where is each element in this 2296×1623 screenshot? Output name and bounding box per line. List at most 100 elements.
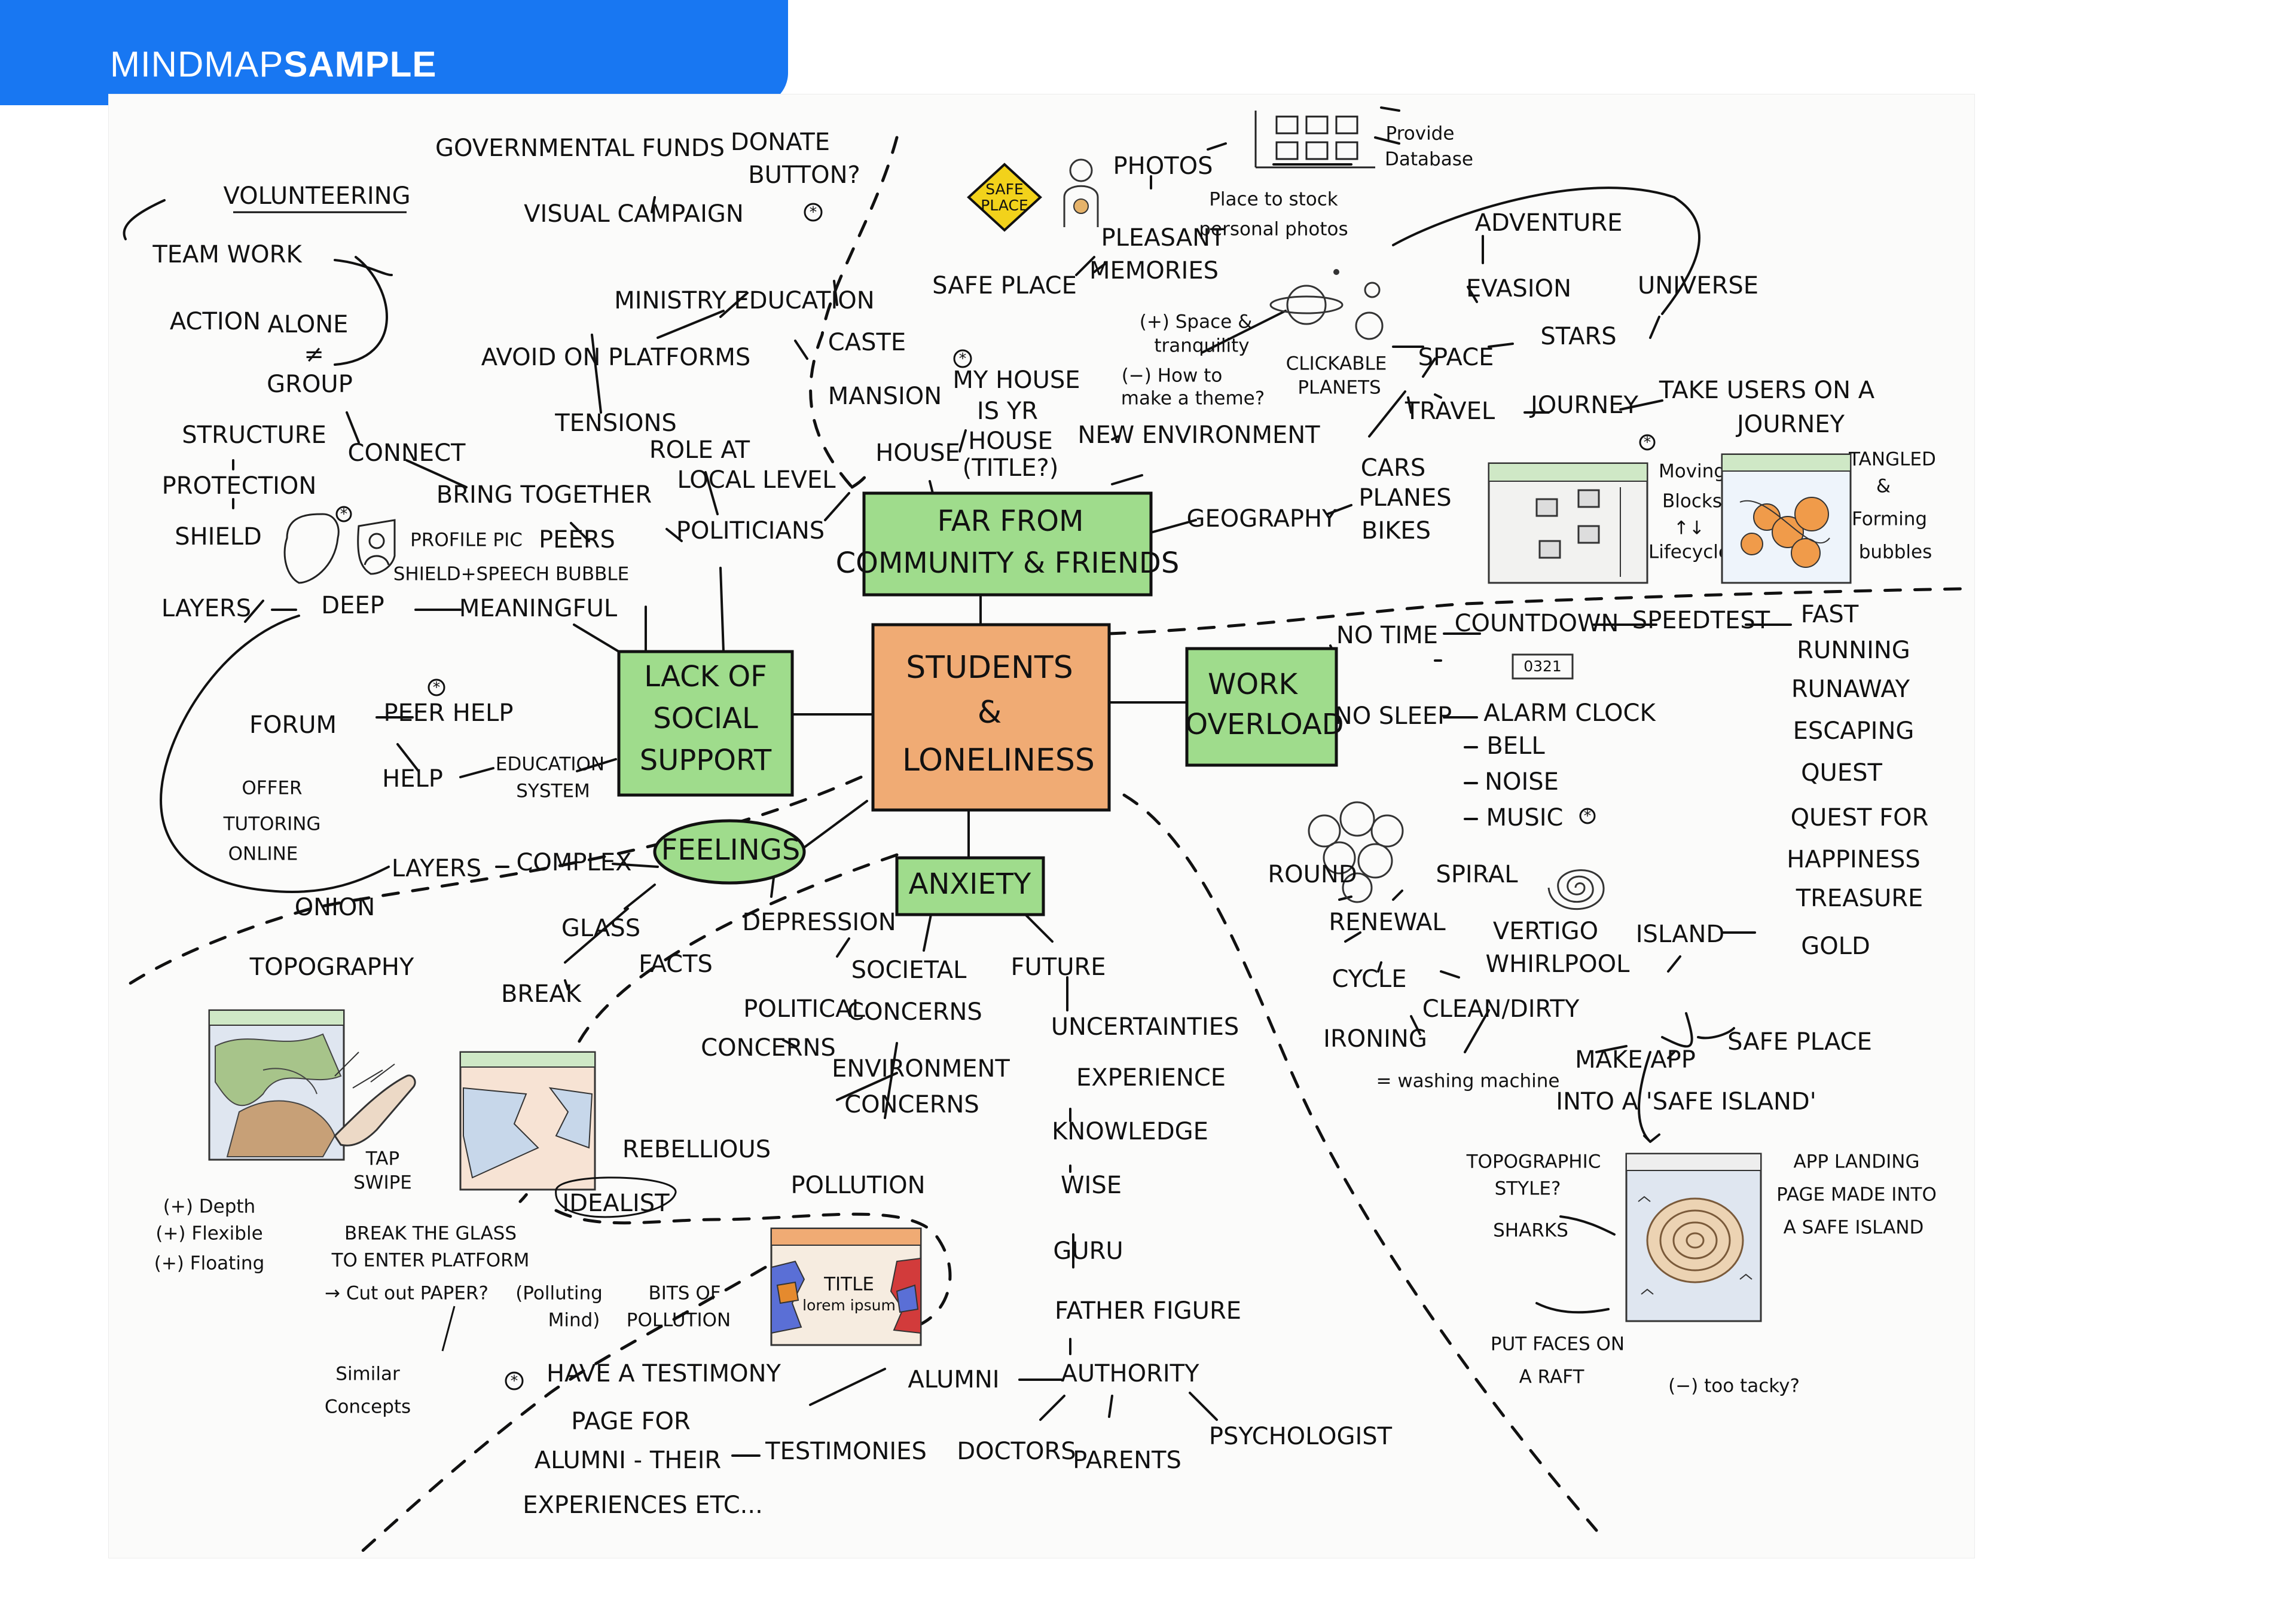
- node-place-to-stock-line1: Place to stock: [1209, 189, 1338, 210]
- central-node-box: [871, 623, 1111, 812]
- node-place-to-stock-line2: personal photos: [1199, 219, 1348, 240]
- node-guru: GURU: [1053, 1237, 1123, 1265]
- node-rebellious: REBELLIOUS: [622, 1136, 771, 1163]
- node-floating: (+) Floating: [154, 1253, 265, 1274]
- branch-far-from-box: [862, 491, 1153, 597]
- cluster-left-mid: * FORUM PEER HELP HELP EDUCATION SYSTEM …: [154, 678, 731, 1418]
- boundary-top-vertical-2: [850, 470, 872, 489]
- branch-far-from-line1: FAR FROM: [938, 505, 1084, 538]
- node-shield: SHIELD: [175, 523, 262, 551]
- star-marker: *: [428, 678, 445, 696]
- shield-sketch: *: [283, 505, 396, 584]
- node-facts: FACTS: [639, 950, 713, 978]
- node-space-tranquility-line2: tranquility: [1154, 335, 1249, 357]
- safe-place-sign-line1: SAFE: [985, 181, 1024, 198]
- node-depth: (+) Depth: [163, 1196, 255, 1218]
- boundary-right-curve: [1122, 793, 1598, 1532]
- node-complex: COMPLEX: [516, 849, 631, 876]
- break-glass-wireframe: [459, 1051, 596, 1191]
- node-alarm-clock: ALARM CLOCK: [1483, 699, 1656, 727]
- node-ironing: IRONING: [1323, 1025, 1427, 1053]
- node-wise: WISE: [1061, 1172, 1122, 1199]
- node-island: ISLAND: [1636, 921, 1724, 948]
- node-doctors: DOCTORS: [957, 1438, 1076, 1465]
- branch-work-line1: WORK: [1208, 668, 1299, 701]
- node-music: MUSIC: [1486, 804, 1564, 832]
- node-pleasant-line1: PLEASANT: [1101, 224, 1225, 252]
- star-marker: *: [1639, 433, 1656, 451]
- node-donate-line2: BUTTON?: [748, 161, 860, 189]
- node-renewal: RENEWAL: [1329, 909, 1446, 936]
- node-bits-line2: POLLUTION: [627, 1310, 731, 1331]
- round-bubbles-sketch: [1308, 801, 1404, 903]
- branch-feelings-ellipse: [653, 819, 806, 885]
- node-journey: JOURNEY: [1529, 392, 1639, 419]
- node-provide-line2: Database: [1385, 149, 1473, 170]
- node-experience: EXPERIENCE: [1076, 1064, 1226, 1092]
- cluster-top-center: SAFE PLACE PHOTOS PLEASANT MEMORIES SAFE…: [828, 111, 1473, 482]
- node-bring-together: BRING TOGETHER: [436, 481, 652, 509]
- node-uncertainties: UNCERTAINTIES: [1051, 1013, 1239, 1041]
- node-volunteering: VOLUNTEERING: [223, 182, 410, 210]
- node-idealist: IDEALIST: [562, 1190, 670, 1217]
- node-governmental-funds: GOVERNMENTAL FUNDS: [435, 135, 725, 162]
- node-neq: ≠: [304, 341, 324, 368]
- star-marker: *: [1579, 807, 1596, 824]
- node-sharks: SHARKS: [1493, 1220, 1568, 1242]
- node-parents: PARENTS: [1073, 1447, 1181, 1474]
- node-education-line1: EDUCATION: [496, 754, 604, 775]
- central-label-line2: &: [978, 695, 1002, 730]
- topography-wireframe: [208, 1009, 345, 1161]
- boundary-right-horizontal: [1107, 587, 1963, 635]
- node-bits-line1: BITS OF: [648, 1283, 720, 1304]
- node-photos: PHOTOS: [1113, 152, 1213, 180]
- node-geography: GEOGRAPHY: [1187, 505, 1337, 533]
- node-break-glass-line1: BREAK THE GLASS: [344, 1223, 517, 1245]
- countdown-timer-digits: 0321: [1523, 658, 1562, 675]
- node-role-line2: LOCAL LEVEL: [677, 466, 836, 494]
- boundary-center-curve: [518, 853, 899, 1203]
- node-moving-line2: Blocks: [1662, 491, 1722, 512]
- svg-text:*: *: [340, 505, 348, 522]
- node-speedtest: SPEEDTEST: [1632, 607, 1770, 634]
- branch-work-overload: WORK OVERLOAD: [1185, 647, 1344, 767]
- safe-island-wireframe: [1625, 1153, 1762, 1322]
- safe-place-sign-icon: SAFE PLACE: [967, 163, 1042, 232]
- node-cars: CARS: [1361, 454, 1425, 482]
- wireframe-lorem-text: lorem ipsum: [802, 1297, 896, 1314]
- brand-header: MINDMAPSAMPLE: [0, 0, 788, 105]
- planet-sketch-icon: [1269, 269, 1384, 340]
- node-break-glass-line2: TO ENTER PLATFORM: [331, 1250, 530, 1271]
- node-bikes: BIKES: [1361, 517, 1431, 545]
- node-swipe: SWIPE: [353, 1172, 412, 1194]
- node-no-sleep: NO SLEEP: [1335, 702, 1452, 730]
- node-treasure: TREASURE: [1796, 885, 1923, 912]
- cluster-bottom-center: DEPRESSION FACTS SOCIETAL CONCERNS FUTUR…: [505, 909, 1393, 1519]
- node-onion: ONION: [295, 894, 375, 921]
- node-structure: STRUCTURE: [182, 421, 326, 449]
- spiral-sketch-icon: [1547, 869, 1605, 910]
- node-make-app-line1: MAKE APP: [1575, 1046, 1696, 1074]
- node-gold: GOLD: [1801, 933, 1870, 960]
- cluster-top-left: GOVERNMENTAL FUNDS DONATE BUTTON? * VISU…: [152, 129, 906, 622]
- node-no-time: NO TIME: [1336, 622, 1438, 649]
- node-political-line2: CONCERNS: [701, 1034, 836, 1062]
- cluster-bottom-right: ROUND RENEWAL SPIRAL CYCLE VERTIGO WHIRL…: [1268, 801, 1937, 1397]
- node-moving-line3: ↑↓: [1674, 518, 1705, 539]
- node-politicians: POLITICIANS: [676, 517, 825, 545]
- node-environment-line2: CONCERNS: [844, 1091, 979, 1118]
- node-father-figure: FATHER FIGURE: [1055, 1297, 1241, 1325]
- node-fast: FAST: [1801, 601, 1859, 628]
- cluster-top-right: ADVENTURE EVASION UNIVERSE SPACE STARS T…: [1187, 209, 1936, 584]
- node-education-line2: SYSTEM: [516, 781, 590, 802]
- node-similar-line1: Similar: [335, 1364, 400, 1385]
- node-depression: DEPRESSION: [742, 909, 896, 936]
- node-avoid-platforms: AVOID ON PLATFORMS: [481, 344, 751, 371]
- node-app-landing-line3: A SAFE ISLAND: [1784, 1217, 1924, 1239]
- node-escaping: ESCAPING: [1793, 717, 1915, 745]
- node-role-line1: ROLE AT: [649, 436, 750, 464]
- node-round: ROUND: [1268, 861, 1357, 888]
- node-washing-machine: = washing machine: [1376, 1071, 1560, 1092]
- node-running: RUNNING: [1797, 637, 1910, 664]
- node-my-house-line1: MY HOUSE: [952, 366, 1080, 394]
